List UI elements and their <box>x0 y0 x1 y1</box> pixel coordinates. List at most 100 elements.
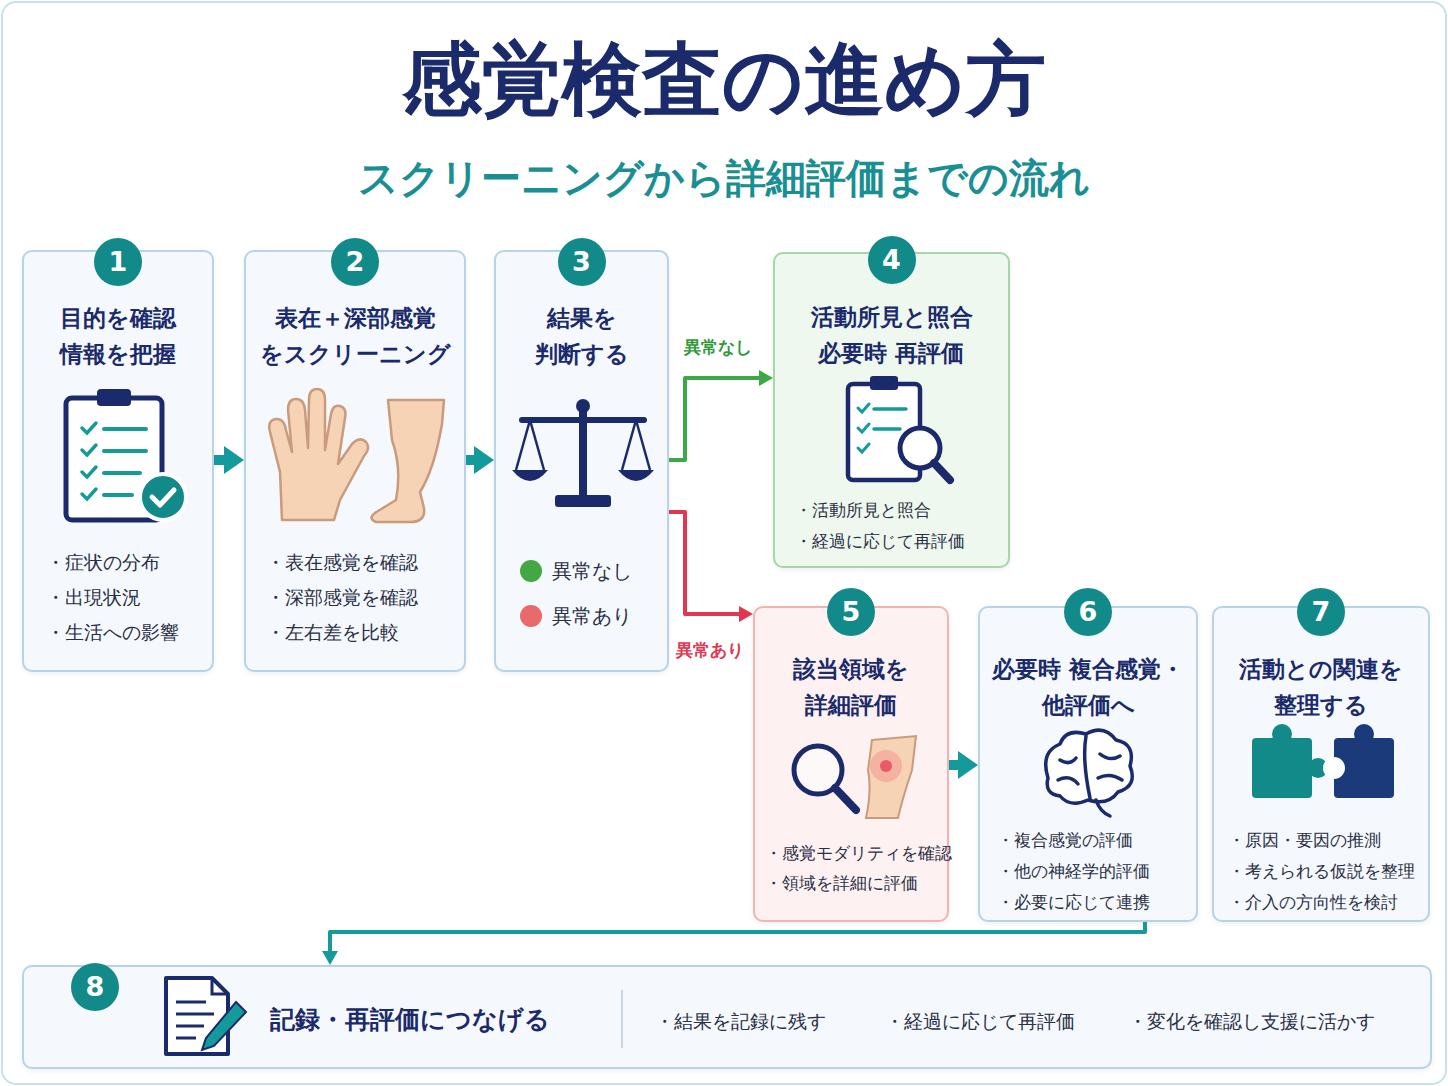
summary-band: 8 記録・再評価につなげる ・結果を記録に残す ・経過に応じて再評価 ・変化を確認し支援… <box>22 965 1432 1069</box>
icon-shape <box>104 493 132 497</box>
icon-shape <box>1098 775 1122 780</box>
icon-shape <box>900 428 940 468</box>
clipboard-icon <box>66 389 186 520</box>
step-heading: 結果を 判断する <box>507 300 657 372</box>
flow-arrow <box>214 455 224 465</box>
icon-shape <box>82 423 96 433</box>
bullet-item: ・複合感覚の評価 <box>997 828 1133 852</box>
icon-shape <box>934 463 950 480</box>
icon-shape <box>1100 754 1120 759</box>
detail-icon <box>794 736 916 818</box>
bullet-item: ・変化を確認し支援に活かす <box>1128 1008 1375 1034</box>
icon-shape <box>104 449 146 453</box>
icon-shape <box>522 417 644 423</box>
flow-arrow <box>466 455 474 465</box>
step-number: 8 <box>71 963 119 1011</box>
bullet-item: ・生活への影響 <box>46 620 179 644</box>
bullet-item: ・他の神経学的評価 <box>997 859 1150 883</box>
icon-shape <box>622 420 636 470</box>
bullet-item: ・経過に応じて再評価 <box>795 529 965 553</box>
subtitle-text: スクリーニングから詳細評価までの流れ <box>0 152 1448 204</box>
hand-icon <box>269 389 368 520</box>
icon-shape <box>874 407 906 411</box>
icon-shape <box>176 1025 204 1028</box>
step-number: 1 <box>94 238 142 286</box>
icon-shape <box>579 410 587 498</box>
step-box: 6必要時 複合感覚・他評価へ・複合感覚の評価・他の神経学的評価・必要に応じて連携 <box>978 606 1198 922</box>
icon-shape <box>1354 724 1374 744</box>
icon-shape <box>104 427 146 431</box>
review-icon <box>848 376 950 480</box>
leg-icon <box>371 400 444 522</box>
icon-shape <box>866 736 916 818</box>
bullet-item: ・経過に応じて再評価 <box>885 1008 1075 1034</box>
icon-shape <box>176 1001 206 1004</box>
icon-shape <box>1334 738 1394 798</box>
bullet-item: ・出現状況 <box>46 585 141 609</box>
icon-shape <box>794 746 842 794</box>
icon-shape <box>1272 724 1292 744</box>
bullet-item: ・症状の分布 <box>46 550 160 574</box>
icon-shape <box>82 489 96 499</box>
icon-shape <box>874 427 900 431</box>
step-number: 6 <box>1064 588 1112 636</box>
step-heading: 必要時 複合感覚・他評価へ <box>981 651 1195 723</box>
icon-shape <box>1085 736 1090 798</box>
bullet-item: ・深部感覚を確認 <box>266 585 418 609</box>
bullet-item: ・結果を記録に残す <box>655 1008 826 1034</box>
icon-shape <box>371 400 444 522</box>
icon-shape <box>555 495 611 507</box>
bullet-item: ・表在感覚を確認 <box>266 550 418 574</box>
icon-shape <box>202 1002 246 1050</box>
step-box: 7活動との関連を 整理する・原因・要因の推測・考えられる仮説を整理・介入の方向性… <box>1212 606 1430 922</box>
title-text: 感覚検査の進め方 <box>0 28 1448 132</box>
step-heading: 記録・再評価につなげる <box>270 1004 550 1036</box>
icon-shape <box>870 376 898 390</box>
puzzle-icon <box>1252 724 1394 798</box>
icon-shape <box>166 978 228 1054</box>
step-number: 3 <box>558 238 606 286</box>
icon-shape <box>848 384 920 480</box>
icon-shape <box>176 1037 196 1040</box>
scale-icon <box>512 399 654 507</box>
document-icon <box>166 978 622 1054</box>
flow-arrow <box>669 378 759 460</box>
icon-shape <box>1308 758 1328 778</box>
bullet-item: ・原因・要因の推測 <box>1228 828 1381 852</box>
legend-swatch <box>520 560 542 582</box>
icon-shape <box>82 467 96 477</box>
icon-shape <box>835 788 856 810</box>
flow-arrow <box>330 922 1145 951</box>
step-box: 1目的を確認 情報を把握・症状の分布・出現状況・生活への影響 <box>22 250 214 672</box>
icon-shape <box>512 470 548 481</box>
icon-shape <box>858 444 869 452</box>
bullet-item: ・必要に応じて連携 <box>997 890 1150 914</box>
icon-shape <box>1252 738 1312 798</box>
bullet-item: ・考えられる仮説を整理 <box>1228 859 1415 883</box>
edge-label: 異常なし <box>684 336 752 358</box>
icon-shape <box>82 445 96 455</box>
icon-shape <box>1096 800 1110 816</box>
step-heading: 目的を確認 情報を把握 <box>30 300 206 372</box>
step-box: 2表在＋深部感覚 をスクリーニング・表在感覚を確認・深部感覚を確認・左右差を比較 <box>244 250 466 672</box>
icon-shape <box>269 389 368 520</box>
icon-shape <box>97 389 131 406</box>
bullet-item: ・介入の方向性を検討 <box>1228 890 1398 914</box>
icon-shape <box>636 420 650 470</box>
icon-shape <box>104 471 140 475</box>
icon-shape <box>858 424 869 432</box>
icon-shape <box>516 420 530 470</box>
icon-shape <box>1058 778 1078 784</box>
bullet-item: ・活動所見と照合 <box>795 498 931 522</box>
icon-shape <box>1046 730 1133 803</box>
icon-shape <box>858 404 869 412</box>
step-number: 7 <box>1297 588 1345 636</box>
step-number: 2 <box>331 238 379 286</box>
step-number: 5 <box>827 588 875 636</box>
edge-label: 異常あり <box>676 639 744 661</box>
step-box: 5該当領域を 詳細評価・感覚モダリティを確認・領域を詳細に評価 <box>753 606 949 922</box>
icon-shape <box>870 750 902 782</box>
bullet-item: ・感覚モダリティを確認 <box>765 842 952 866</box>
icon-shape <box>576 399 590 413</box>
